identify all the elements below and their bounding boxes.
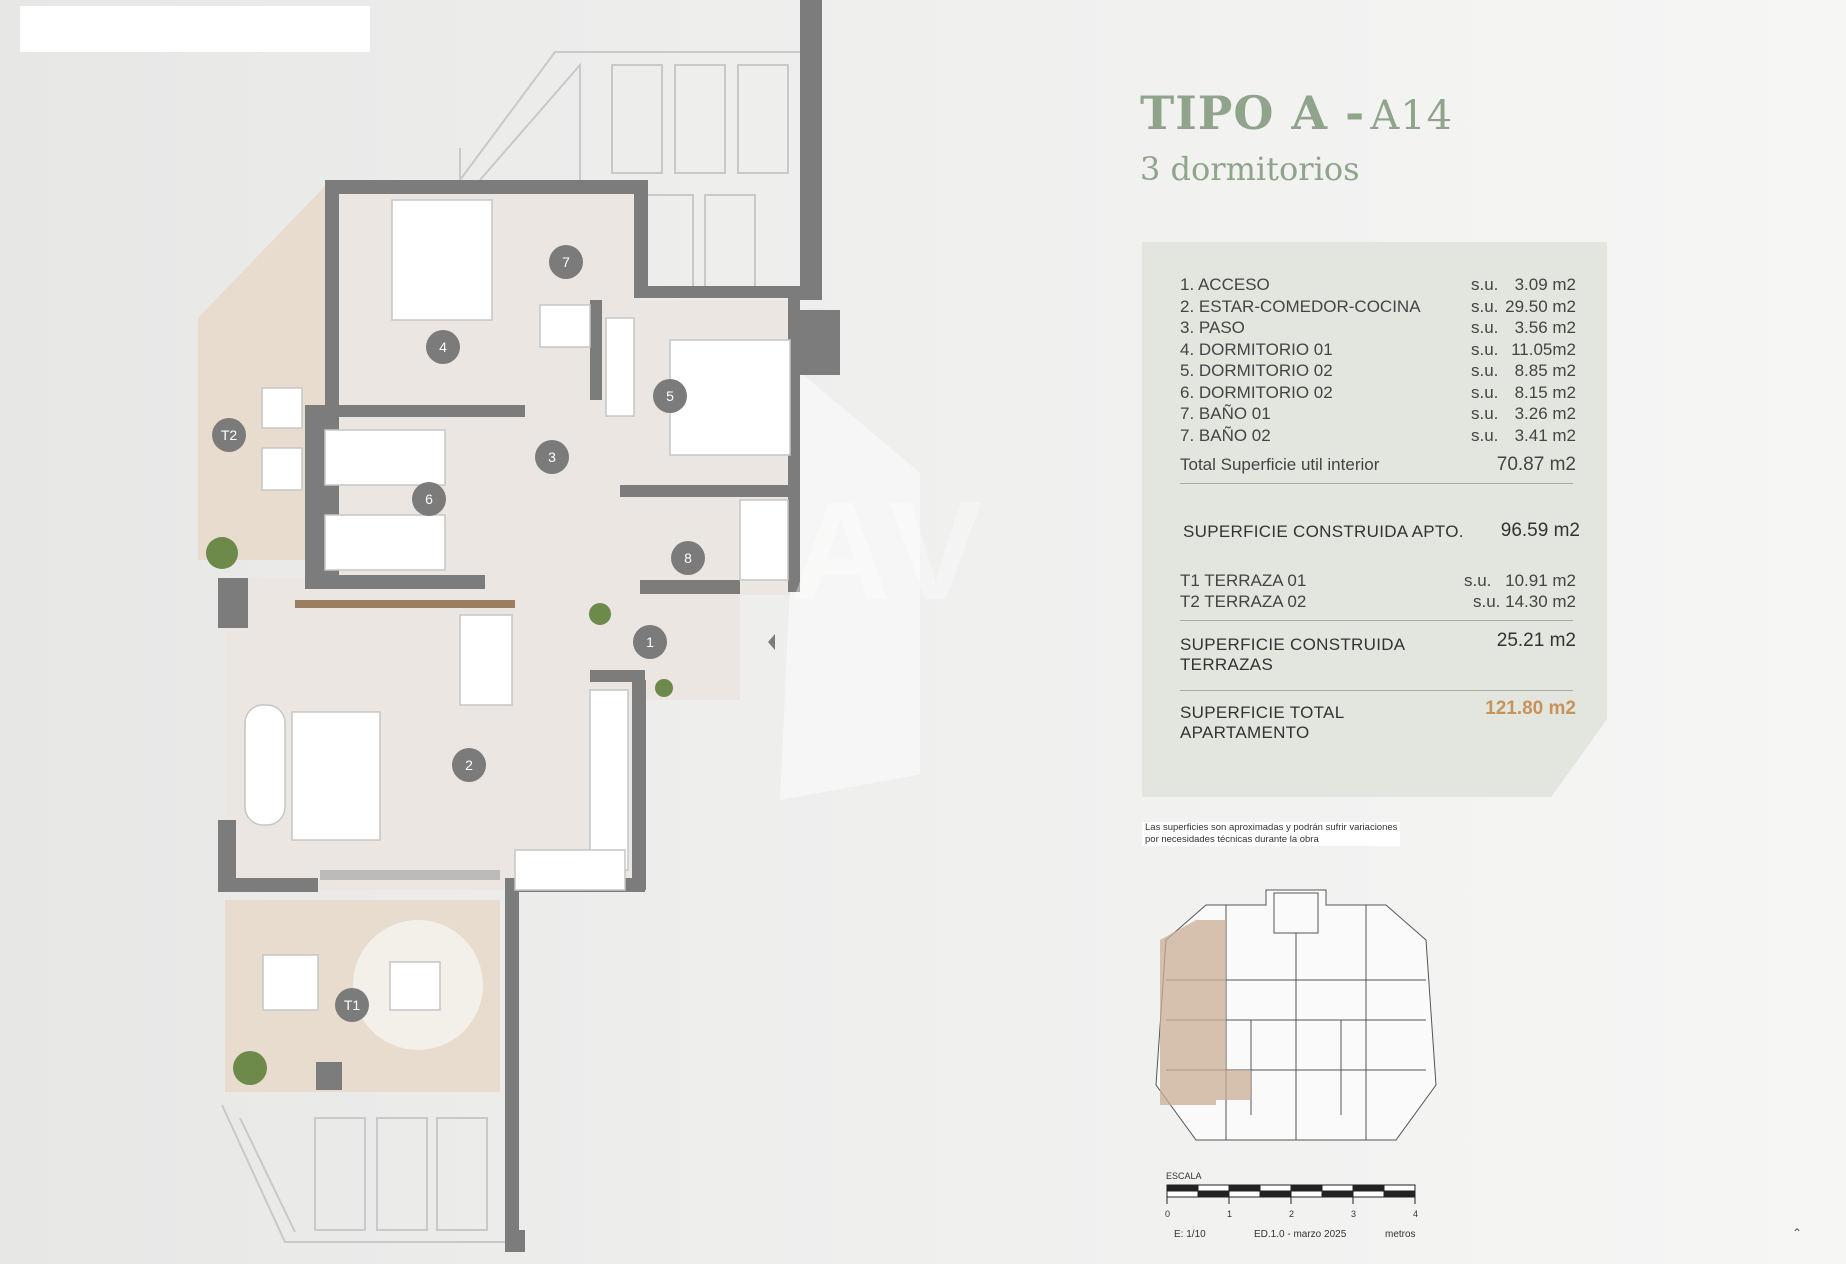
t1-value: 10.91 m2 (1505, 571, 1576, 590)
room-5-label (653, 379, 687, 413)
floor-plan: 1 2 3 4 5 6 7 8 T1 T2 (198, 0, 920, 1252)
terrace-t2-label (212, 418, 246, 452)
type-label: TIPO A - (1140, 86, 1366, 140)
room-1-label (633, 625, 667, 659)
scale-tick-1: 1 (1227, 1209, 1233, 1219)
scale-ratio: E: 1/10 (1174, 1229, 1206, 1240)
scale-title: ESCALA (1166, 1171, 1202, 1181)
plants (206, 537, 673, 1090)
t2-su: s.u. (1472, 592, 1501, 611)
terrazas-label-line2: TERRAZAS (1180, 655, 1274, 674)
t2-value: 14.30 m2 (1505, 592, 1576, 611)
bedrooms-subtitle: 3 dormitorios (1140, 150, 1360, 188)
room-2-label (452, 748, 486, 782)
divider (1180, 690, 1573, 691)
room-name: 5. DORMITORIO 02 (1180, 361, 1333, 380)
room-su: s.u. (1471, 318, 1499, 337)
room-7-text: 7 (562, 254, 570, 270)
building-key-plan (1155, 889, 1437, 1141)
room-area: 29.50 m2 (1505, 296, 1576, 316)
note-line2: por necesidades técnicas durante la obra (1145, 834, 1319, 845)
room-su: s.u. (1471, 404, 1499, 423)
divider (1180, 620, 1573, 621)
furniture (244, 199, 791, 1050)
scale-tick-0: 0 (1165, 1209, 1171, 1219)
room-name: 7. BAÑO 01 (1180, 404, 1271, 423)
unit-label: A14 (1370, 93, 1454, 139)
watermark-logo: AV (790, 472, 991, 629)
edition-label: ED.1.0 - marzo 2025 (1254, 1229, 1347, 1240)
scale-tick-2: 2 (1289, 1209, 1295, 1219)
room-7-label (549, 245, 583, 279)
room-su: s.u. (1471, 425, 1499, 445)
room-6-text: 6 (425, 491, 433, 507)
room-8-label (671, 541, 705, 575)
room-su: s.u. (1471, 382, 1499, 402)
terrazas-label: SUPERFICIE CONSTRUIDA TERRAZAS (1180, 635, 1405, 675)
t1-su: s.u. (1464, 571, 1492, 590)
total-label-line2: APARTAMENTO (1180, 723, 1310, 742)
entrance-arrow-icon (768, 634, 775, 650)
util-total-value: 70.87 m2 (1496, 454, 1576, 475)
terrazas-value: 25.21 m2 (1496, 630, 1576, 651)
shadow (780, 372, 920, 800)
room-1-text: 1 (646, 634, 654, 650)
room-4-label (426, 330, 460, 364)
room-4-text: 4 (439, 339, 447, 355)
room-labels: 1 2 3 4 5 6 7 8 T1 T2 (212, 245, 705, 1022)
room-su: s.u. (1471, 296, 1499, 316)
room-su: s.u. (1471, 275, 1499, 294)
room-area: 11.05m2 (1511, 339, 1576, 359)
top-white-box (20, 6, 370, 52)
corner-caret-icon: ⌃ (1792, 1226, 1803, 1240)
room-8-text: 8 (684, 550, 692, 566)
surface-panel (1142, 242, 1607, 797)
room-3-label (535, 440, 569, 474)
scale-tick-3: 3 (1351, 1209, 1357, 1219)
scale-tick-4: 4 (1413, 1209, 1419, 1219)
total-label: SUPERFICIE TOTAL APARTAMENTO (1180, 703, 1344, 743)
page-title: TIPO A - A14 (1140, 86, 1453, 140)
terrace-t1-text: T1 (344, 997, 361, 1013)
terrace-t2-text: T2 (221, 427, 238, 443)
room-area: 3.09 m2 (1514, 275, 1576, 294)
room-name: 1. ACCESO (1180, 275, 1270, 294)
divider (1180, 483, 1573, 484)
disclaimer-note: Las superficies son aproximadas y podrán… (1142, 822, 1401, 846)
room-6-label (412, 482, 446, 516)
room-name: 3. PASO (1180, 318, 1245, 337)
room-area: 3.26 m2 (1514, 404, 1576, 423)
total-value: 121.80 m2 (1485, 698, 1576, 719)
room-su: s.u. (1471, 361, 1499, 380)
room-area: 8.85 m2 (1514, 361, 1576, 380)
scale-unit: metros (1385, 1229, 1416, 1240)
room-area: 8.15 m2 (1514, 382, 1576, 402)
t2-label: T2 TERRAZA 02 (1180, 592, 1307, 611)
util-total-label: Total Superficie util interior (1180, 455, 1380, 474)
room-su: s.u. (1471, 339, 1499, 359)
room-3-text: 3 (548, 449, 556, 465)
unit-highlight (1160, 920, 1251, 1105)
room-area: 3.56 m2 (1514, 318, 1576, 337)
construida-value: 96.59 m2 (1500, 520, 1580, 541)
room-5-text: 5 (666, 388, 674, 404)
terrace-t1-label (335, 988, 369, 1022)
terrazas-label-line1: SUPERFICIE CONSTRUIDA (1180, 635, 1406, 654)
parking-outline-bottom (221, 1104, 505, 1243)
t1-label: T1 TERRAZA 01 (1180, 571, 1307, 590)
room-name: 6. DORMITORIO 02 (1180, 382, 1333, 402)
room-2-text: 2 (465, 757, 473, 773)
t2-value-group: s.u. 14.30 m2 (1473, 592, 1576, 612)
note-line1: Las superficies son aproximadas y podrán… (1145, 822, 1398, 833)
total-label-line1: SUPERFICIE TOTAL (1180, 703, 1345, 722)
scale-bar (1166, 1184, 1416, 1204)
room-area: 3.41 m2 (1514, 425, 1576, 445)
room-name: 2. ESTAR-COMEDOR-COCINA (1180, 296, 1421, 316)
room-name: 4. DORMITORIO 01 (1180, 339, 1333, 359)
room-name: 7. BAÑO 02 (1180, 425, 1271, 445)
construida-label: SUPERFICIE CONSTRUIDA APTO. (1183, 522, 1464, 541)
